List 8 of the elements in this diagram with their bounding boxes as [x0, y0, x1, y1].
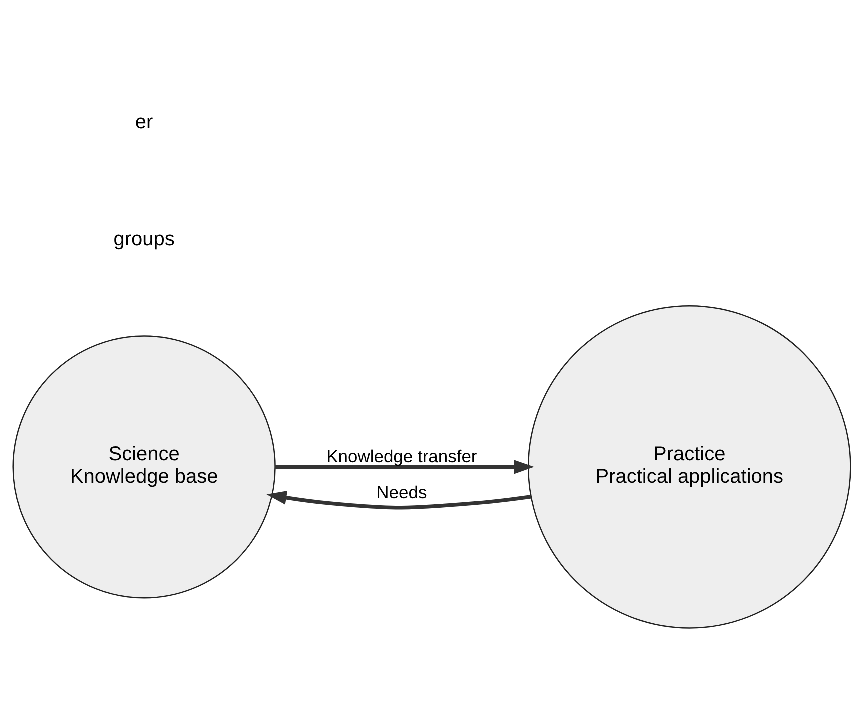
arrow	[275, 460, 534, 474]
label: groups	[114, 228, 175, 250]
label: er	[135, 110, 154, 133]
node-circle: Practice Practical applications	[528, 304, 852, 628]
edge-label: Needs	[376, 482, 428, 502]
node-circle: Science Knowledge base	[12, 335, 276, 598]
arrow	[266, 490, 532, 510]
edge-label: Knowledge transfer	[326, 446, 478, 466]
